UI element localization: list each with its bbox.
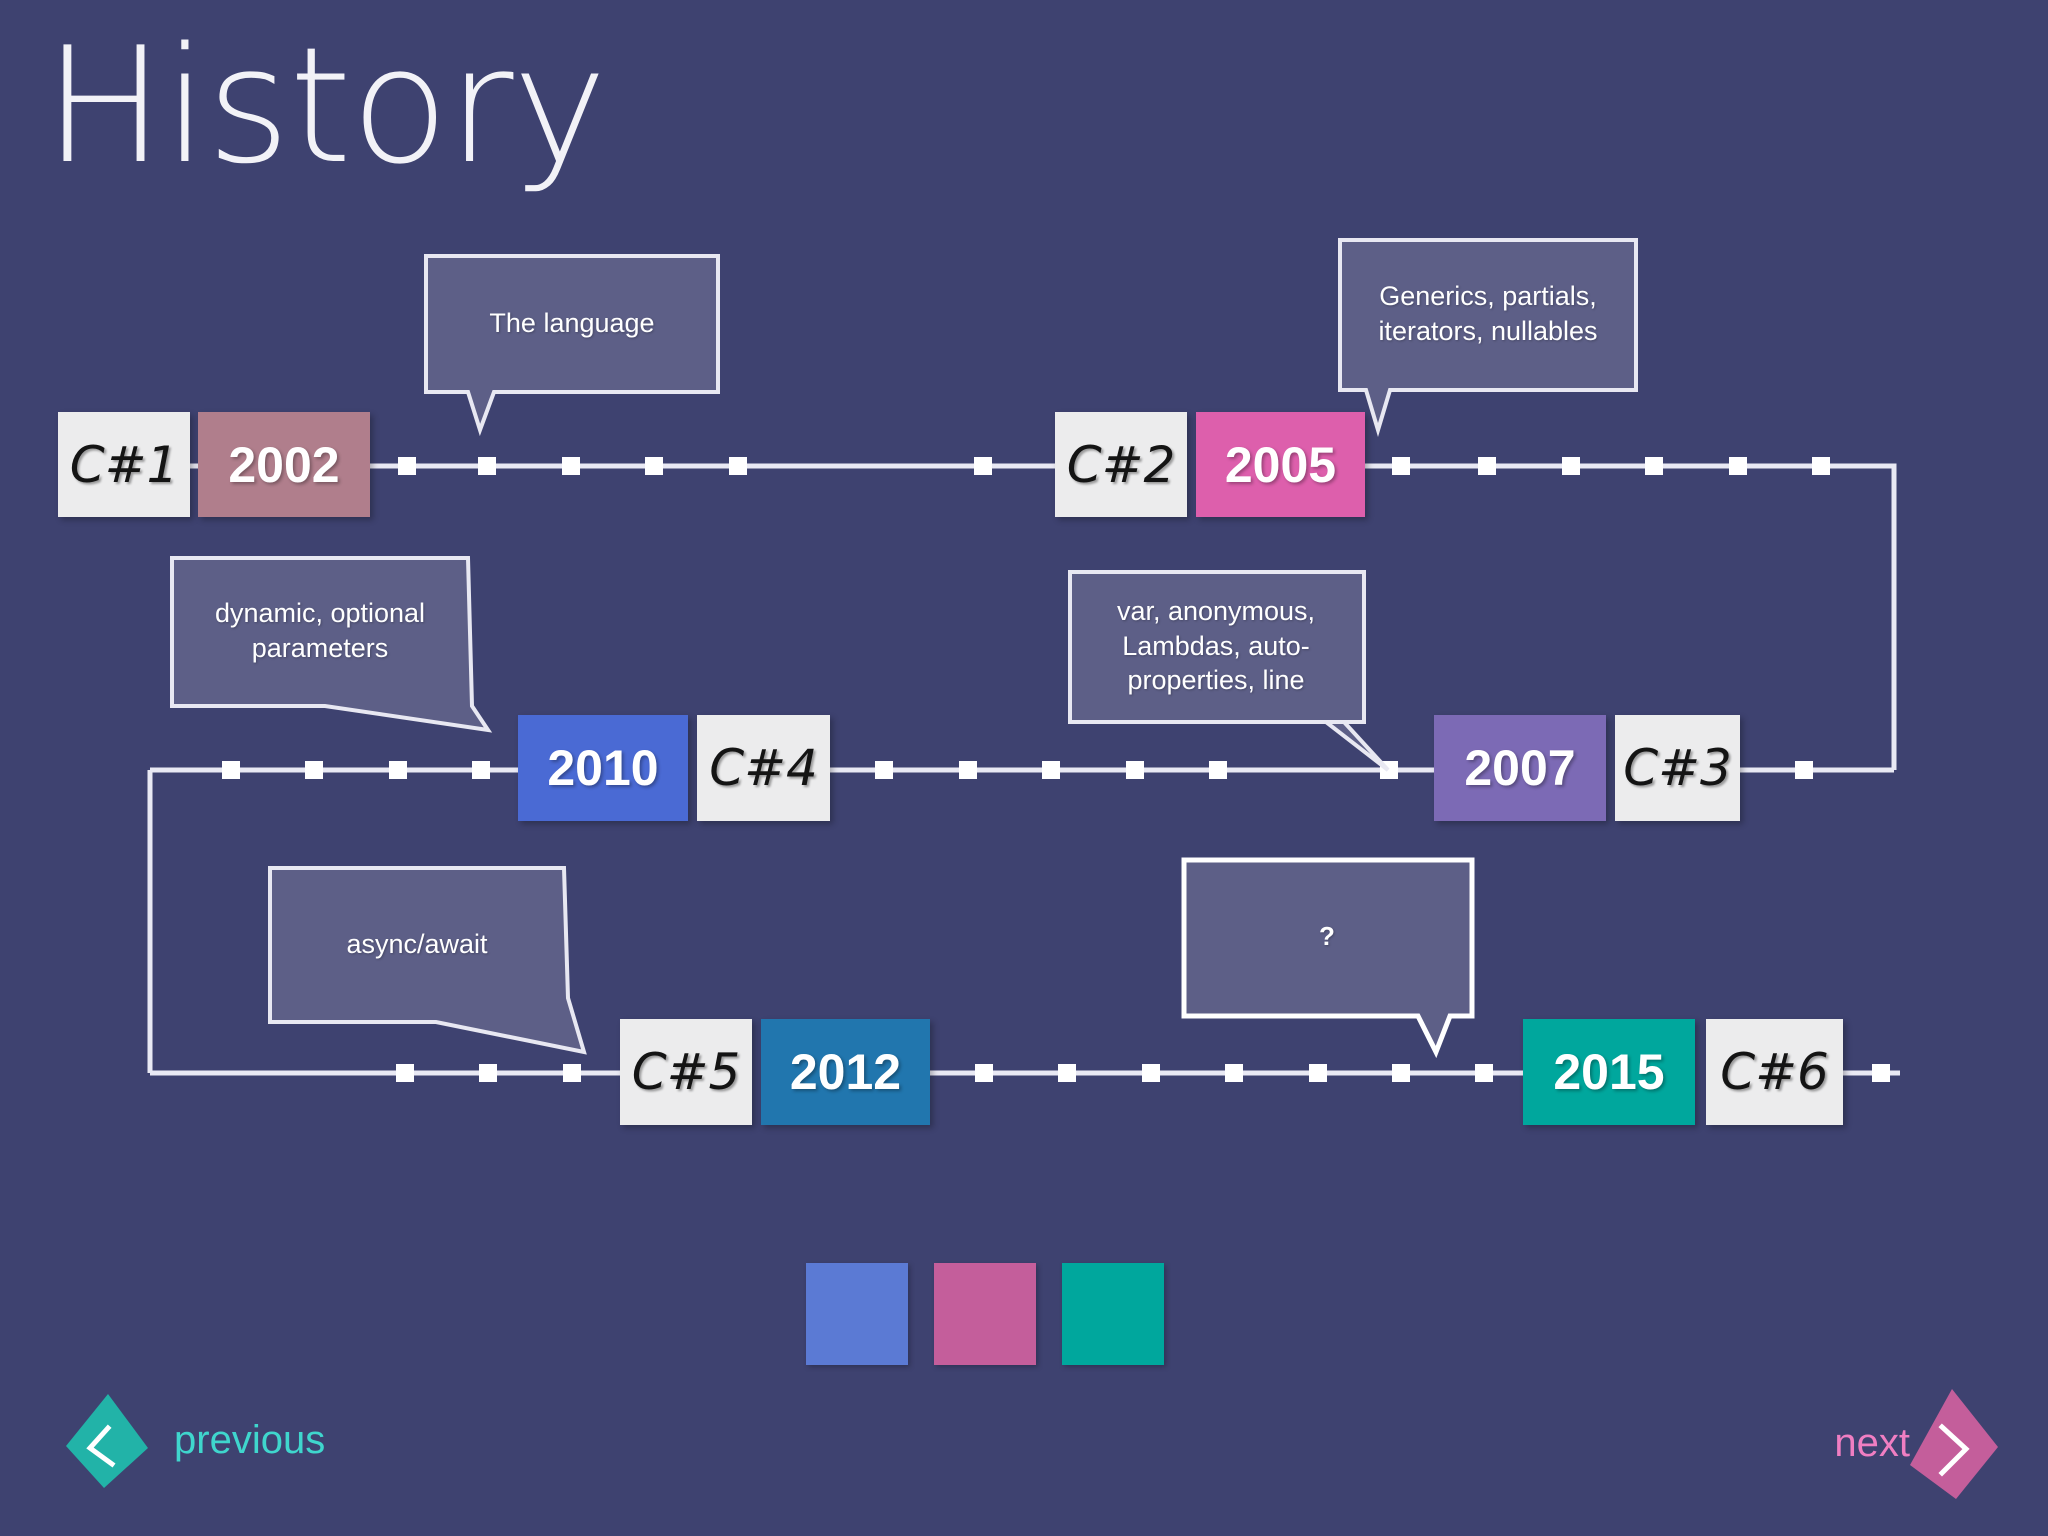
timeline-item-label: 2005 (1224, 436, 1337, 493)
timeline-item-2002[interactable]: 2002 (198, 412, 370, 517)
next-arrow-icon[interactable] (1894, 1385, 2004, 1501)
callout-text: async/await (346, 928, 488, 959)
timeline-item-csharp2[interactable]: C#2 (1055, 412, 1187, 517)
callout-text: dynamic, optional parameters (214, 598, 426, 663)
teal-swatch[interactable] (1062, 1263, 1164, 1365)
callout-text: ? (1319, 921, 1335, 952)
callout-text: Generics, partials, iterators, nullables (1378, 281, 1598, 346)
callout-var-anonymous: var, anonymous, Lambdas, auto-properties… (1068, 570, 1390, 772)
timeline-item-csharp5[interactable]: C#5 (620, 1019, 752, 1125)
timeline-item-csharp3[interactable]: C#3 (1615, 715, 1740, 821)
timeline-item-2015[interactable]: 2015 (1523, 1019, 1695, 1125)
callout-dynamic-optional: dynamic, optional parameters (170, 556, 493, 733)
previous-label: previous (174, 1417, 326, 1462)
timeline-item-label: C#1 (69, 435, 179, 494)
next-button[interactable]: next (1834, 1385, 2004, 1501)
timeline-item-2012[interactable]: 2012 (761, 1019, 930, 1125)
timeline-item-label: 2015 (1553, 1044, 1665, 1100)
timeline-item-2005[interactable]: 2005 (1196, 412, 1365, 517)
timeline-item-csharp6[interactable]: C#6 (1706, 1019, 1843, 1125)
timeline-item-label: C#5 (631, 1043, 741, 1101)
previous-button[interactable]: previous (62, 1392, 325, 1488)
callout-the-language: The language (424, 254, 720, 437)
callout-text: The language (489, 307, 655, 338)
page-title: History (44, 12, 607, 199)
color-swatch-row (806, 1263, 1164, 1365)
timeline-item-csharp1[interactable]: C#1 (58, 412, 190, 517)
callout-unknown: ? (1181, 857, 1475, 1059)
timeline-item-label: 2010 (547, 740, 659, 796)
timeline-item-label: 2002 (228, 436, 340, 493)
callout-generics: Generics, partials, iterators, nullables (1338, 238, 1638, 437)
timeline-item-label: 2012 (789, 1044, 902, 1100)
timeline-item-2010[interactable]: 2010 (518, 715, 688, 821)
timeline-item-label: C#2 (1066, 435, 1176, 494)
timeline-item-label: C#3 (1623, 739, 1732, 797)
timeline-item-label: C#4 (709, 739, 818, 797)
next-label: next (1834, 1420, 1910, 1465)
timeline-item-2007[interactable]: 2007 (1434, 715, 1606, 821)
pink-swatch[interactable] (934, 1263, 1036, 1365)
callout-async-await: async/await (268, 866, 587, 1055)
timeline-item-label: 2007 (1464, 740, 1576, 796)
blue-swatch[interactable] (806, 1263, 908, 1365)
timeline-item-label: C#6 (1720, 1043, 1829, 1101)
timeline-item-csharp4[interactable]: C#4 (697, 715, 830, 821)
previous-arrow-icon[interactable] (62, 1392, 148, 1488)
callout-text: var, anonymous, Lambdas, auto-properties… (1116, 596, 1316, 696)
